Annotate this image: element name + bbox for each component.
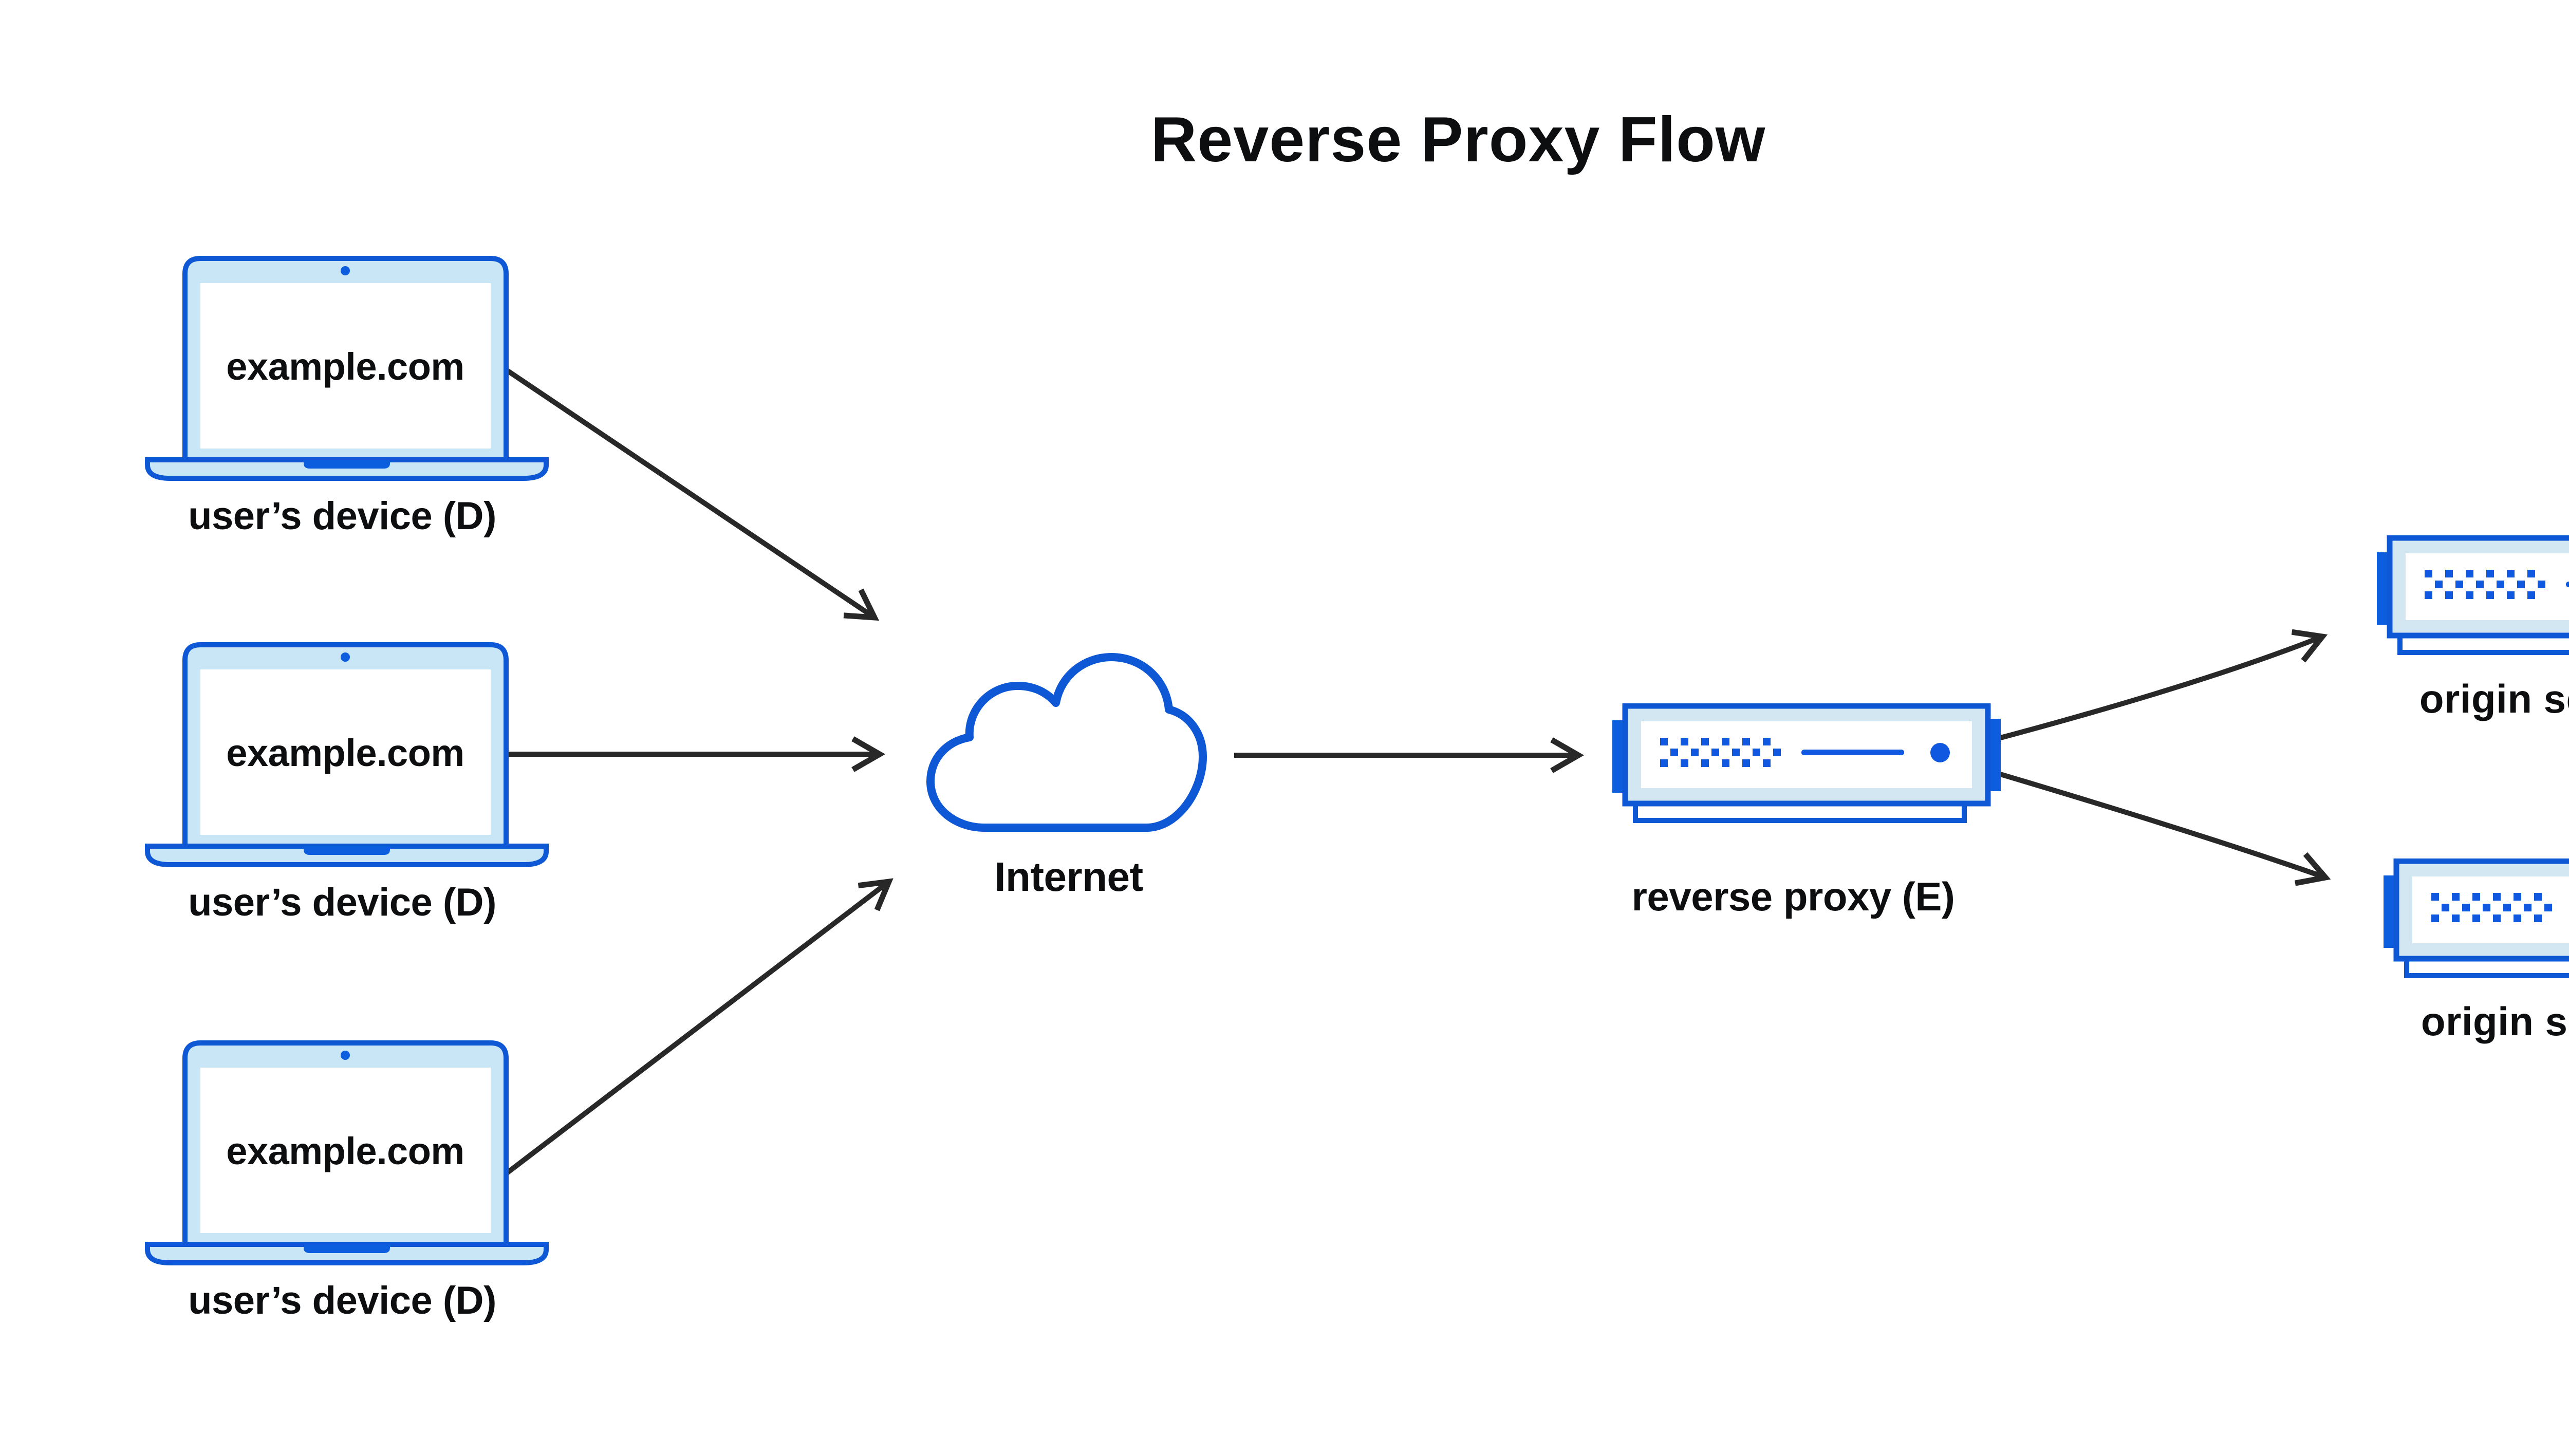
origin-server-label-1: origin server (F)	[2419, 676, 2569, 721]
origin-server-label-2: origin server (F)	[2421, 999, 2569, 1044]
origin-server-icon-2	[2384, 858, 2569, 987]
origin-server-icon-1	[2377, 535, 2569, 664]
internet-label: Internet	[994, 854, 1143, 900]
device-caption-3: user’s device (D)	[188, 1279, 496, 1322]
device-screen-url-2: example.com	[226, 732, 464, 774]
page-title: Reverse Proxy Flow	[1150, 104, 1766, 175]
reverse-proxy-icon	[1612, 703, 2003, 832]
device-caption-2: user’s device (D)	[188, 881, 496, 924]
internet-cloud-icon	[926, 653, 1207, 832]
device-caption-1: user’s device (D)	[188, 494, 496, 538]
device-screen-url-3: example.com	[226, 1130, 464, 1172]
arrow-device3-to-internet	[499, 878, 893, 1180]
device-screen-url-1: example.com	[226, 345, 464, 388]
arrow-proxy-to-origin2	[1998, 771, 2331, 886]
arrow-proxy-to-origin1	[1998, 629, 2328, 741]
arrow-device1-to-internet	[499, 364, 880, 621]
reverse-proxy-label: reverse proxy (E)	[1631, 874, 1955, 919]
